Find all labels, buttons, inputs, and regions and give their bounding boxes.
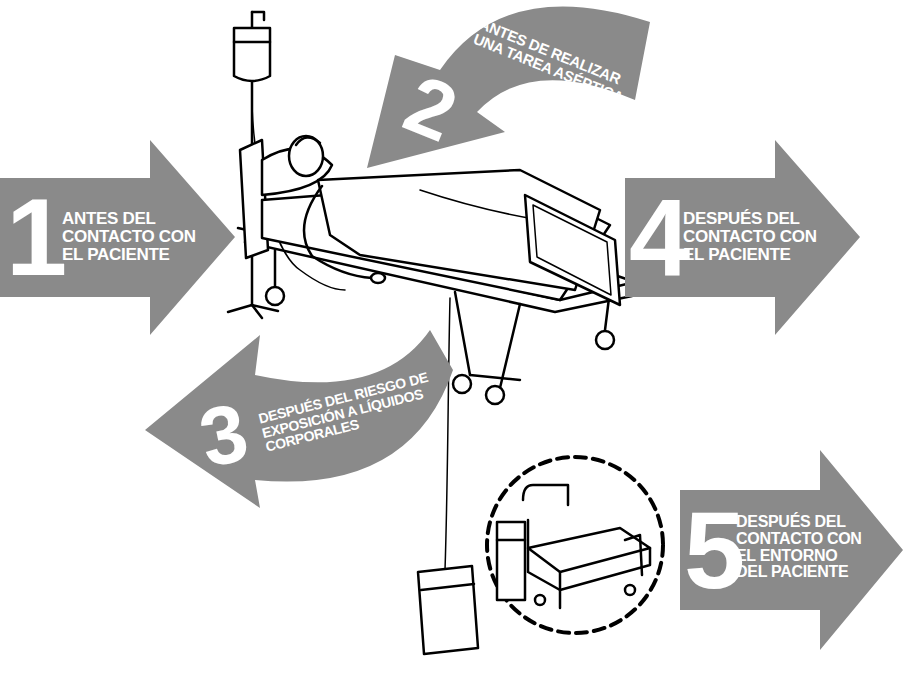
callout-number: 1 — [6, 182, 67, 292]
arrow-outline — [625, 140, 860, 335]
moment-label: DESPUÉS DEL CONTACTO CON EL ENTORNO DEL … — [736, 514, 868, 581]
callout-number: 4 — [629, 182, 690, 292]
arrow-outline — [145, 330, 453, 508]
moment-arrow: 2ANTES DE REALIZAR UNA TAREA ASÉPTICA — [355, 0, 655, 175]
moment-arrow: 5DESPUÉS DEL CONTACTO CON EL ENTORNO DEL… — [680, 450, 903, 650]
moment-label: DESPUÉS DEL CONTACTO CON EL PACIENTE — [683, 210, 823, 264]
arrow-outline — [0, 140, 235, 335]
moment-arrow: 1ANTES DEL CONTACTO CON EL PACIENTE — [0, 140, 235, 335]
moment-label: ANTES DEL CONTACTO CON EL PACIENTE — [62, 210, 202, 264]
arrow-outline — [680, 450, 903, 650]
moment-arrow: 3DESPUÉS DEL RIESGO DE EXPOSICIÓN A LÍQU… — [145, 330, 455, 510]
moment-arrow: 4DESPUÉS DEL CONTACTO CON EL PACIENTE — [625, 140, 860, 335]
arrow-outline — [367, 6, 650, 168]
